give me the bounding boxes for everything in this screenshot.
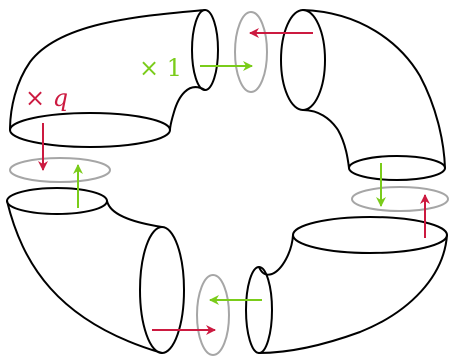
pipe-inner-wall xyxy=(302,109,350,169)
pipe-outer-wall xyxy=(6,200,163,354)
pipe-opening-horizontal xyxy=(348,155,446,181)
q-factor-label: × q xyxy=(25,84,68,112)
pipe-inner-wall xyxy=(258,234,294,276)
pipe-opening-vertical xyxy=(245,266,273,354)
elbow-pipe-bottom-right xyxy=(245,216,448,354)
elbow-pipe-bottom-left xyxy=(6,187,185,354)
pipe-outer-wall xyxy=(302,9,446,169)
gluing-ring-right xyxy=(351,186,449,212)
gluing-ring-top xyxy=(234,11,268,93)
pipe-outer-wall xyxy=(9,9,206,131)
pipe-inner-wall xyxy=(169,86,206,131)
pipe-opening-horizontal xyxy=(6,187,108,215)
one-factor-label: × 1 xyxy=(139,54,182,82)
gluing-ring-left xyxy=(9,157,111,183)
pipe-inner-wall xyxy=(106,200,163,228)
pipe-opening-vertical xyxy=(139,226,185,354)
pipe-opening-vertical xyxy=(280,9,326,111)
pipe-opening-vertical xyxy=(191,9,219,91)
elbow-pipe-top-left xyxy=(9,9,219,148)
pipe-outer-wall xyxy=(258,234,448,354)
pipe-opening-horizontal xyxy=(292,216,448,254)
gluing-ring-bottom xyxy=(196,274,230,356)
pipe-opening-horizontal xyxy=(9,112,171,148)
elbow-pipe-top-right xyxy=(280,9,446,181)
